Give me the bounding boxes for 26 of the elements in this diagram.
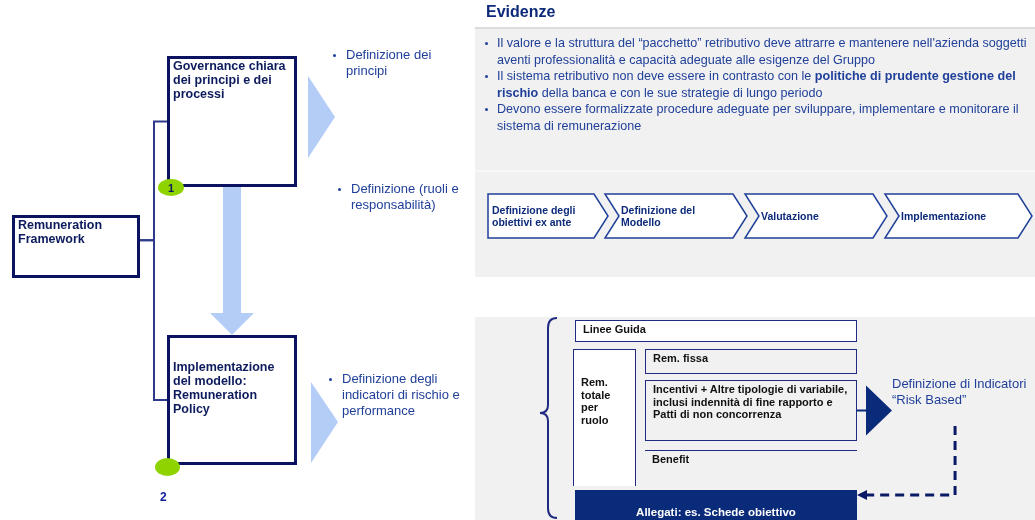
step-label: Definizione del Modello — [621, 204, 697, 228]
bullet-text: Definizione dei principi — [330, 47, 465, 79]
content-box: Rem. totale per ruolo — [573, 349, 636, 486]
bullet-text: Definizione degli indicatori di rischio e performance — [326, 371, 461, 419]
content-box: Linee Guida — [575, 320, 857, 342]
attachment-bar: Allegati: es. Schede obiettivo — [575, 490, 857, 520]
bullet-text: Il sistema retributivo non deve essere in contrasto con le politiche di prudente gestione del rischio della banca e con le sue strategie di lungo periodo — [483, 68, 1031, 101]
step-label: Implementazione — [901, 210, 987, 222]
triangle-arrow — [856, 385, 892, 436]
step-label: Definizione degli obiettivi ex ante — [492, 204, 577, 228]
process-box: Implementazione del modello: Remuneration Policy — [167, 335, 297, 465]
down-arrow — [210, 187, 254, 335]
content-box: Rem. fissa — [645, 349, 857, 374]
step-dot — [155, 458, 180, 476]
bullet-text: Devono essere formalizzate procedure adeguate per sviluppare, implementare e monitorare il sistema di remunerazione — [483, 101, 1031, 134]
process-box: Remuneration Framework — [12, 215, 140, 278]
connector-line — [139, 239, 168, 401]
step-number: 2 — [160, 490, 167, 504]
bullet-text: Definizione (ruoli e responsabilità) — [335, 181, 470, 213]
step-dot: 1 — [158, 179, 184, 196]
panel-background — [475, 317, 1035, 520]
section-heading: Evidenze — [486, 3, 556, 21]
content-box: Incentivi + Altre tipologie di variabile, inclusi indennità di fine rapporto e Patti di non concorrenza — [645, 380, 857, 441]
step-label: Valutazione — [761, 210, 819, 222]
indicator-text: Definizione di Indicatori “Risk Based” — [892, 376, 1028, 408]
dashed-arrow — [857, 426, 957, 501]
